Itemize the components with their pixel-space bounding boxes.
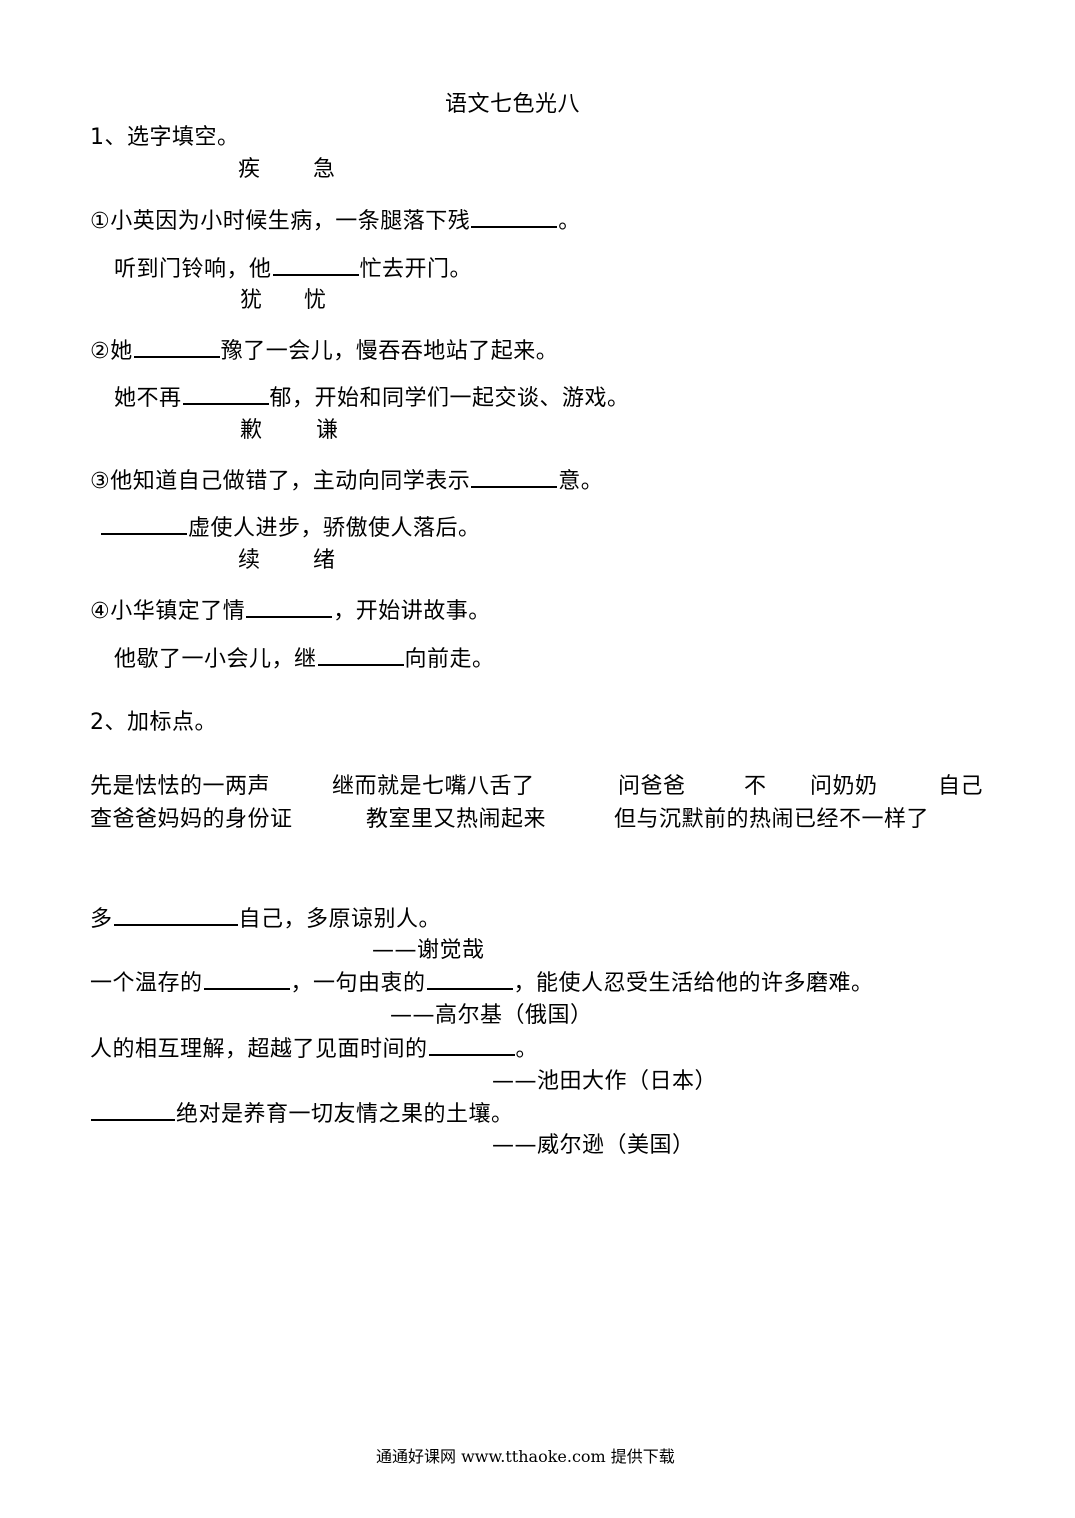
sentence-text: 听到门铃响，他 xyxy=(114,257,272,282)
q2-heading: 2、加标点。 xyxy=(90,710,217,735)
quote-text: 人的相互理解，超越了见面时间的 xyxy=(90,1037,428,1062)
answer-blank[interactable] xyxy=(101,513,187,535)
sentence-text: 。 xyxy=(558,209,581,234)
sentence-text: 豫了一会儿，慢吞吞地站了起来。 xyxy=(220,339,559,364)
quote-4: 绝对是养育一切友情之果的土壤。 xyxy=(90,1099,514,1130)
char-choice-2a: 犹 xyxy=(240,288,263,313)
answer-blank[interactable] xyxy=(317,644,404,666)
sentence-text: ③他知道自己做错了，主动向同学表示 xyxy=(90,469,471,494)
punct-segment: 不 xyxy=(744,774,767,799)
char-choice-4b: 绪 xyxy=(313,548,336,573)
answer-blank[interactable] xyxy=(113,904,238,926)
quote-text: 自己，多原谅别人。 xyxy=(238,907,442,932)
quote-2: 一个温存的 ，一句由衷的 ，能使人忍受生活给他的许多磨难。 xyxy=(90,968,874,999)
q1-item-3-line2: 虚使人进步，骄傲使人落后。 xyxy=(100,513,481,544)
answer-blank[interactable] xyxy=(471,206,558,228)
punct-segment: 查爸爸妈妈的身份证 xyxy=(90,807,293,832)
answer-blank[interactable] xyxy=(182,383,269,405)
sentence-text: ①小英因为小时候生病，一条腿落下残 xyxy=(90,209,471,234)
quote-2-author: ——高尔基（俄国） xyxy=(390,1003,593,1028)
quote-text: 多 xyxy=(90,907,113,932)
char-choice-4a: 续 xyxy=(238,548,261,573)
char-choice-3b: 谦 xyxy=(316,418,339,443)
sentence-text: ④小华镇定了情 xyxy=(90,599,246,624)
quote-text: 。 xyxy=(515,1037,539,1062)
quote-3-author: ——池田大作（日本） xyxy=(492,1069,718,1094)
punct-segment: 继而就是七嘴八舌了 xyxy=(332,774,535,799)
punct-segment: 先是怯怯的一两声 xyxy=(90,774,271,799)
answer-blank[interactable] xyxy=(471,466,558,488)
q1-item-2-line2: 她不再 郁，开始和同学们一起交谈、游戏。 xyxy=(114,383,630,414)
answer-blank[interactable] xyxy=(203,968,290,990)
quote-4-author: ——威尔逊（美国） xyxy=(492,1133,695,1158)
quote-text: ，能使人忍受生活给他的许多磨难。 xyxy=(513,971,874,996)
quote-1-author: ——谢觉哉 xyxy=(372,938,485,963)
char-choice-2b: 忧 xyxy=(304,288,327,313)
punct-segment: 问爸爸 xyxy=(618,774,686,799)
q1-item-4-line1: ④小华镇定了情 ，开始讲故事。 xyxy=(90,596,491,627)
page-title: 语文七色光八 xyxy=(445,92,581,117)
quote-3: 人的相互理解，超越了见面时间的 。 xyxy=(90,1034,538,1065)
sentence-text: ，开始讲故事。 xyxy=(333,599,491,624)
sentence-text: 向前走。 xyxy=(404,647,495,672)
quote-text: ，一句由衷的 xyxy=(290,971,426,996)
quote-text: 绝对是养育一切友情之果的土壤。 xyxy=(176,1102,514,1127)
q1-item-1-line1: ①小英因为小时候生病，一条腿落下残 。 xyxy=(90,206,581,237)
punct-segment: 自己 xyxy=(938,774,984,799)
q1-item-4-line2: 他歇了一小会儿，继 向前走。 xyxy=(114,644,495,675)
answer-blank[interactable] xyxy=(426,968,513,990)
q1-heading: 1、选字填空。 xyxy=(90,125,240,150)
punct-segment: 但与沉默前的热闹已经不一样了 xyxy=(614,807,930,832)
sentence-text: 忙去开门。 xyxy=(359,257,473,282)
answer-blank[interactable] xyxy=(272,254,359,276)
q1-item-1-line2: 听到门铃响，他 忙去开门。 xyxy=(114,254,472,285)
char-choice-1a: 疾 xyxy=(238,157,261,182)
char-choice-1b: 急 xyxy=(313,157,336,182)
answer-blank[interactable] xyxy=(91,1099,175,1121)
char-choice-3a: 歉 xyxy=(240,418,263,443)
punct-segment: 教室里又热闹起来 xyxy=(366,807,547,832)
footer-credit: 通通好课网 www.tthaoke.com 提供下载 xyxy=(376,1447,675,1466)
sentence-text: 郁，开始和同学们一起交谈、游戏。 xyxy=(269,386,630,411)
answer-blank[interactable] xyxy=(428,1034,515,1056)
sentence-text: 她不再 xyxy=(114,386,182,411)
sentence-text: 意。 xyxy=(558,469,604,494)
quote-text: 一个温存的 xyxy=(90,971,203,996)
punct-segment: 问奶奶 xyxy=(810,774,878,799)
answer-blank[interactable] xyxy=(246,596,333,618)
sentence-text: 他歇了一小会儿，继 xyxy=(114,647,317,672)
sentence-text: ②她 xyxy=(90,339,133,364)
answer-blank[interactable] xyxy=(133,336,220,358)
q1-item-3-line1: ③他知道自己做错了，主动向同学表示 意。 xyxy=(90,466,603,497)
quote-1: 多 自己，多原谅别人。 xyxy=(90,904,441,935)
q1-item-2-line1: ②她 豫了一会儿，慢吞吞地站了起来。 xyxy=(90,336,558,367)
sentence-text: 虚使人进步，骄傲使人落后。 xyxy=(188,516,481,541)
